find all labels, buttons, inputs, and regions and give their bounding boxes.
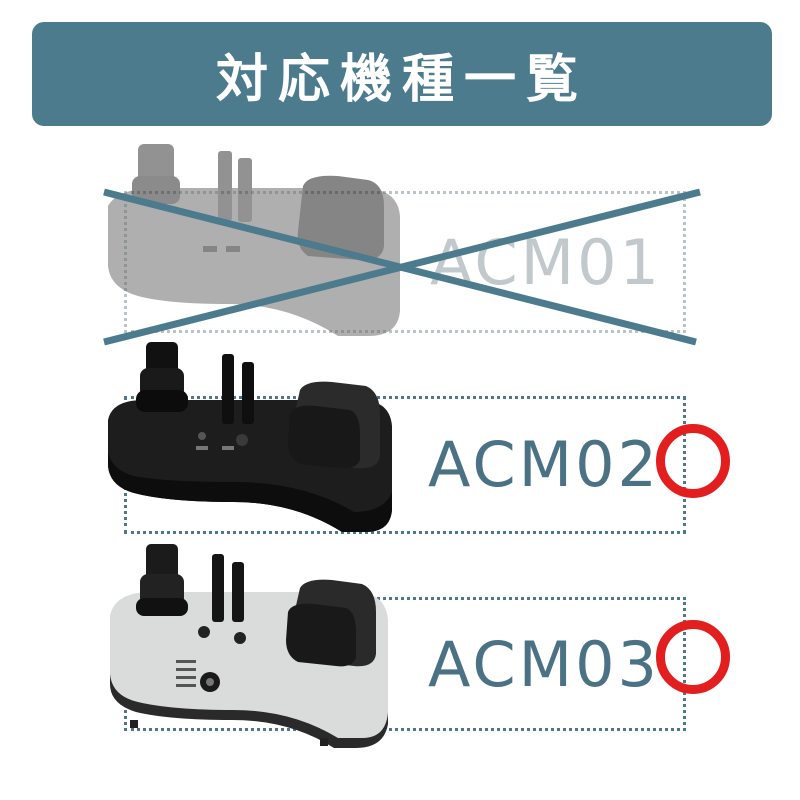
- acm01-device-image: [108, 144, 400, 336]
- supported-circle-mark-acm03: [656, 620, 730, 694]
- header-banner: 対応機種一覧: [32, 22, 772, 126]
- acm02-device-image: [108, 342, 392, 532]
- model-label-acm02: ACM02: [428, 428, 660, 501]
- acm03-device-image: [110, 544, 388, 748]
- model-label-acm03: ACM03: [428, 628, 660, 701]
- supported-circle-mark-acm02: [656, 424, 730, 498]
- page-title: 対応機種一覧: [215, 49, 588, 110]
